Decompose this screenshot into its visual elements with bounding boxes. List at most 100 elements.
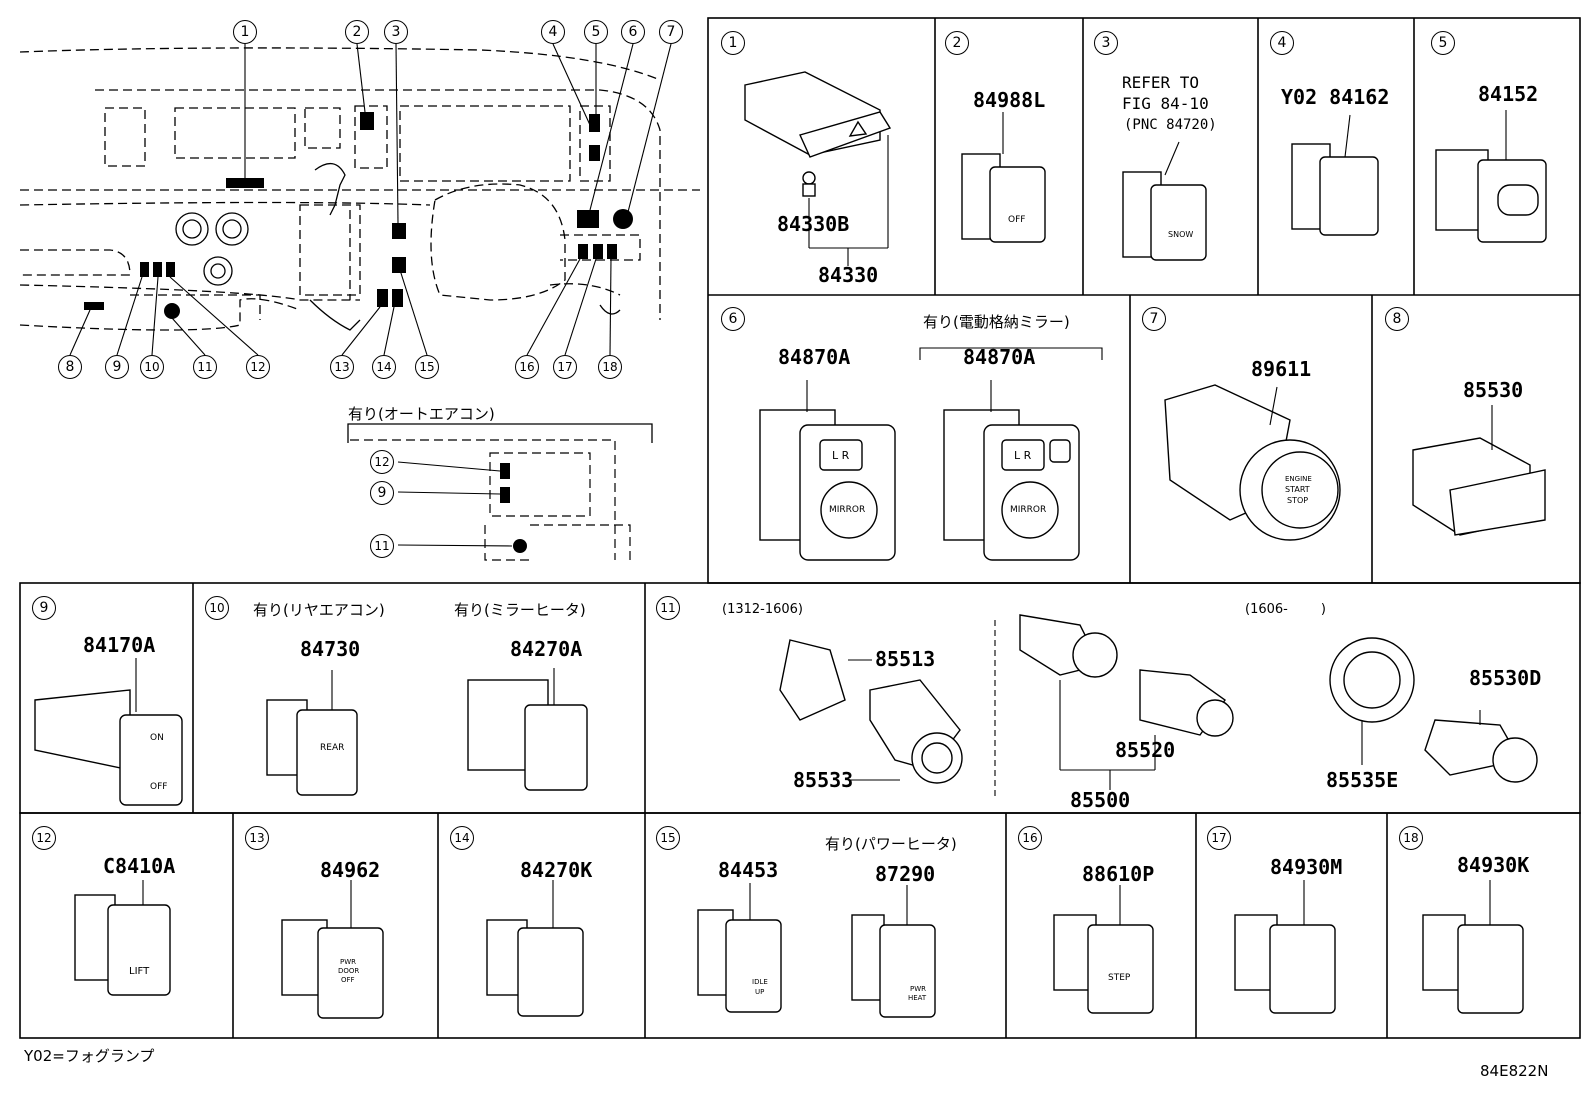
callout-11: 11	[193, 355, 217, 379]
callout-4: 4	[541, 20, 565, 44]
switch-label-snow: SNOW	[1168, 230, 1194, 239]
callout-16: 16	[515, 355, 539, 379]
panel-10-condition-mirror-heater: 有り(ミラーヒータ)	[454, 601, 586, 619]
reference-line-2: FIG 84-10	[1122, 94, 1209, 113]
part-84730: 84730	[300, 637, 361, 661]
callout-7: 7	[659, 20, 683, 44]
part-84870A-power-fold: 84870A	[963, 345, 1036, 369]
switch-label-off-9: OFF	[150, 782, 168, 792]
part-84988L: 84988L	[973, 88, 1046, 112]
callout-2: 2	[345, 20, 369, 44]
panel-16-number: 16	[1018, 826, 1042, 850]
panel-2-number: 2	[945, 31, 969, 55]
inset-callout-11: 11	[370, 534, 394, 558]
part-C8410A: C8410A	[103, 854, 176, 878]
part-84870A: 84870A	[778, 345, 851, 369]
pwr-door-off-1: PWR	[340, 958, 357, 966]
reference-line-3: (PNC 84720)	[1124, 117, 1217, 133]
panel-6-number: 6	[721, 307, 745, 331]
panel-1-number: 1	[721, 31, 745, 55]
callout-12: 12	[246, 355, 270, 379]
part-87290: 87290	[875, 862, 936, 886]
part-84270K: 84270K	[520, 858, 593, 882]
callout-6: 6	[621, 20, 645, 44]
panel-13-number: 13	[245, 826, 269, 850]
switch-label-step: STEP	[1108, 973, 1131, 983]
callout-3: 3	[384, 20, 408, 44]
panel-5-number: 5	[1431, 31, 1455, 55]
panel-4-number: 4	[1270, 31, 1294, 55]
pwr-heat-1: PWR	[910, 985, 927, 993]
callout-8: 8	[58, 355, 82, 379]
part-85530: 85530	[1463, 378, 1524, 402]
panel-9-number: 9	[32, 596, 56, 620]
panel-15-number: 15	[656, 826, 680, 850]
reference-line-1: REFER TO	[1122, 73, 1200, 92]
panel-14-number: 14	[450, 826, 474, 850]
callout-1: 1	[233, 20, 257, 44]
part-85500: 85500	[1070, 788, 1131, 812]
callout-10: 10	[140, 355, 164, 379]
inset-callout-9: 9	[370, 481, 394, 505]
part-84453: 84453	[718, 858, 779, 882]
callout-17: 17	[553, 355, 577, 379]
callout-14: 14	[372, 355, 396, 379]
panel-8-number: 8	[1385, 307, 1409, 331]
switch-label-mirror-2: MIRROR	[1010, 505, 1047, 515]
callout-9: 9	[105, 355, 129, 379]
panel-11-date-range-2: (1606- )	[1245, 602, 1326, 617]
inset-callout-12: 12	[370, 450, 394, 474]
part-84330B: 84330B	[777, 212, 850, 236]
panel-6-condition: 有り(電動格納ミラー)	[923, 313, 1070, 331]
part-Y02-84162: Y02 84162	[1281, 85, 1390, 109]
figure-code: 84E822N	[1480, 1062, 1549, 1080]
part-84152: 84152	[1478, 82, 1539, 106]
part-84930M: 84930M	[1270, 855, 1343, 879]
legend-y02: Y02=フォグランプ	[24, 1047, 155, 1065]
panel-3-number: 3	[1094, 31, 1118, 55]
callout-18: 18	[598, 355, 622, 379]
part-85513: 85513	[875, 647, 936, 671]
part-88610P: 88610P	[1082, 862, 1155, 886]
switch-label-rear: REAR	[320, 743, 345, 753]
panel-7-number: 7	[1142, 307, 1166, 331]
part-84270A: 84270A	[510, 637, 583, 661]
idle-up-1: IDLE	[752, 978, 768, 986]
part-84962: 84962	[320, 858, 381, 882]
idle-up-2: UP	[755, 988, 765, 996]
switch-label-mirror: MIRROR	[829, 505, 866, 515]
pwr-door-off-2: DOOR	[338, 967, 360, 975]
panel-11-number: 11	[656, 596, 680, 620]
start-label-1: ENGINE	[1285, 475, 1312, 483]
panel-12-number: 12	[32, 826, 56, 850]
part-85535E: 85535E	[1326, 768, 1399, 792]
start-label-3: STOP	[1287, 496, 1309, 505]
panel-10-number: 10	[205, 596, 229, 620]
pwr-door-off-3: OFF	[341, 976, 355, 984]
callout-13: 13	[330, 355, 354, 379]
switch-label-lr-2: L R	[1014, 449, 1032, 462]
switch-label-off: OFF	[1008, 215, 1026, 225]
callout-15: 15	[415, 355, 439, 379]
part-89611: 89611	[1251, 357, 1312, 381]
switch-label-lr: L R	[832, 449, 850, 462]
panel-17-number: 17	[1207, 826, 1231, 850]
part-85530D: 85530D	[1469, 666, 1542, 690]
switch-label-lift: LIFT	[129, 966, 150, 977]
start-label-2: START	[1285, 485, 1310, 494]
part-84930K: 84930K	[1457, 853, 1530, 877]
part-84170A: 84170A	[83, 633, 156, 657]
panel-15-condition: 有り(パワーヒータ)	[825, 835, 957, 853]
part-85520: 85520	[1115, 738, 1176, 762]
panel-10-condition-rear-ac: 有り(リヤエアコン)	[253, 601, 385, 619]
switch-label-on: ON	[150, 733, 164, 743]
panel-11-date-range-1: (1312-1606)	[722, 602, 804, 617]
callout-5: 5	[584, 20, 608, 44]
part-85533: 85533	[793, 768, 854, 792]
part-84330: 84330	[818, 263, 879, 287]
inset-condition: 有り(オートエアコン)	[348, 405, 495, 423]
panel-18-number: 18	[1399, 826, 1423, 850]
